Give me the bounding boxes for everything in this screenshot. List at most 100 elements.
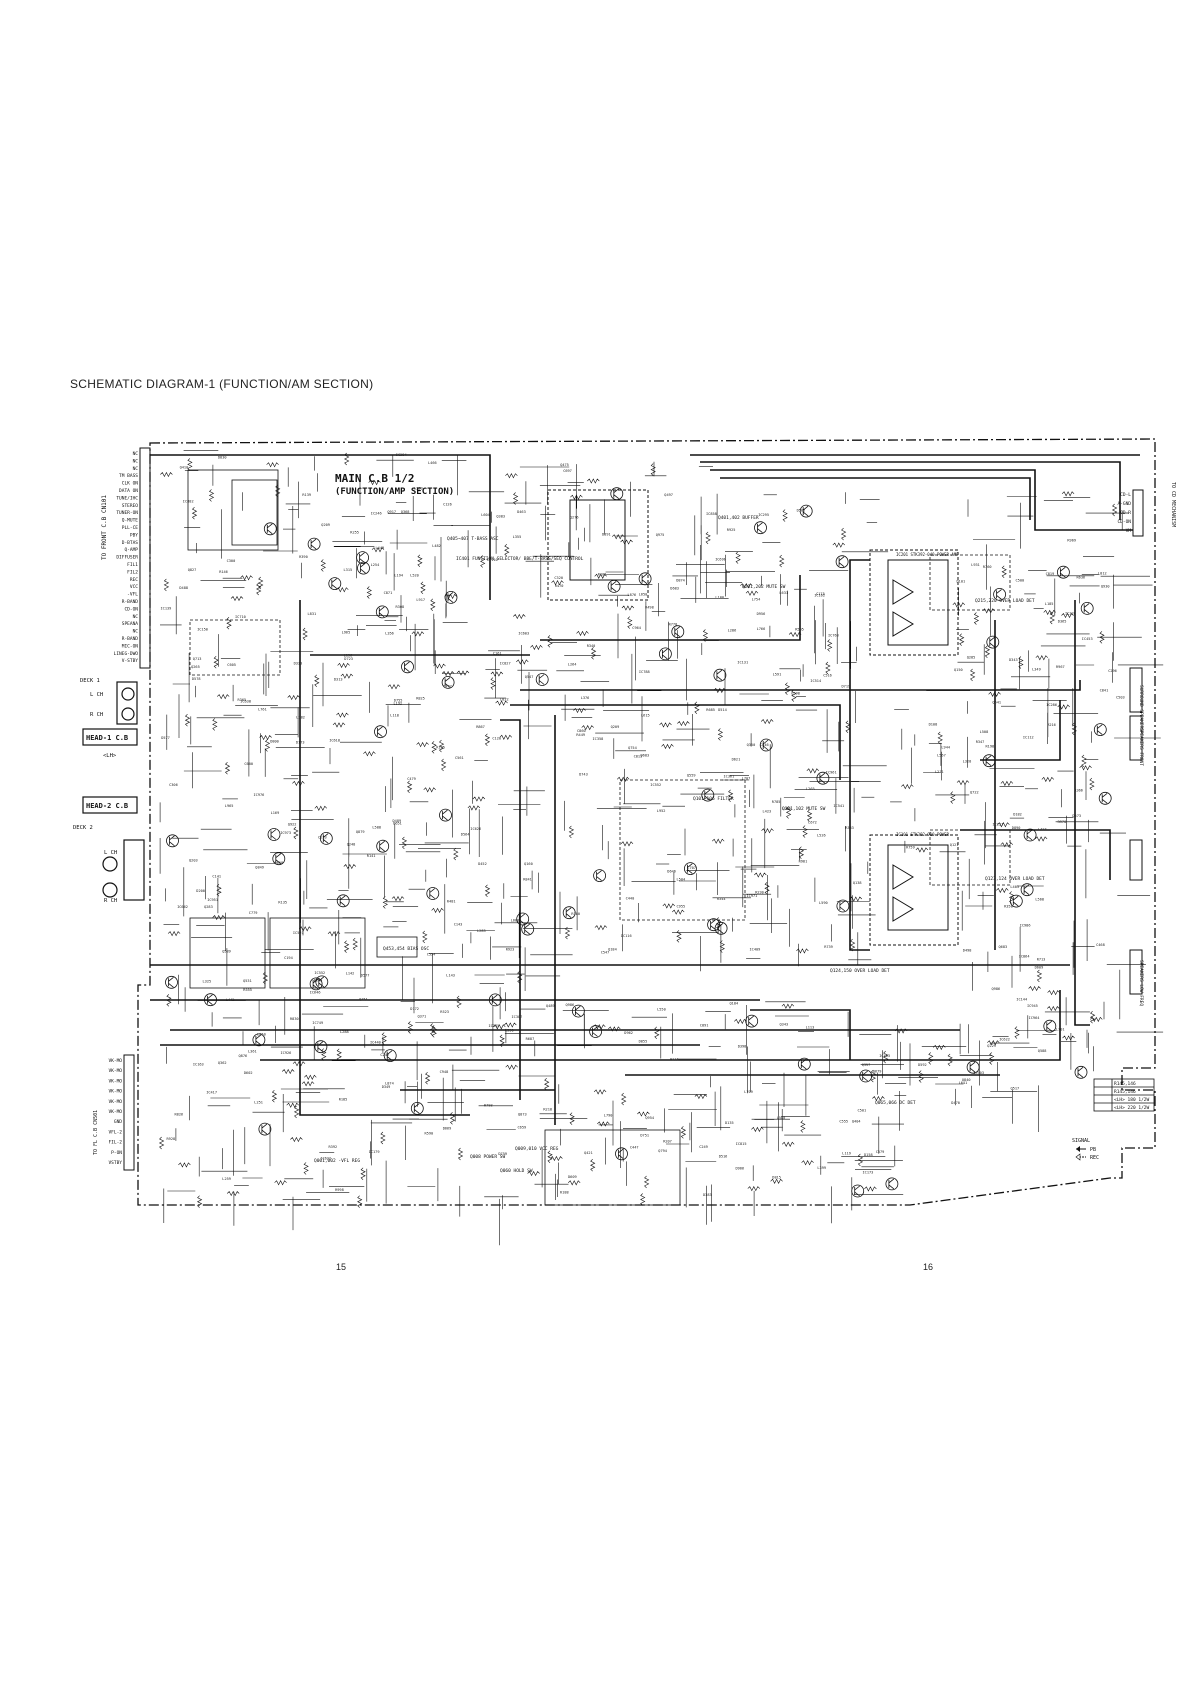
svg-text:D719: D719 [842, 685, 851, 689]
svg-text:L355: L355 [513, 535, 522, 539]
svg-text:Q229: Q229 [987, 1044, 996, 1048]
svg-text:C819: C819 [1046, 572, 1055, 576]
svg-text:R470: R470 [555, 584, 564, 588]
svg-text:D313: D313 [334, 678, 343, 682]
svg-text:Q683: Q683 [999, 945, 1008, 949]
svg-text:D723: D723 [344, 657, 353, 661]
surround-label: SURROUND SPEAKERS [1138, 685, 1144, 731]
svg-text:L264: L264 [568, 663, 577, 667]
svg-text:C948: C948 [440, 1070, 449, 1074]
svg-text:IC976: IC976 [254, 793, 265, 797]
svg-text:C534: C534 [427, 953, 436, 957]
connectors.front-cb-pin: NC [133, 466, 139, 472]
svg-text:C955: C955 [677, 905, 686, 909]
svg-text:Q362: Q362 [218, 1061, 227, 1065]
svg-text:R970: R970 [1058, 820, 1067, 824]
svg-text:R198: R198 [986, 744, 995, 748]
connectors.front-cb-pin: NC [133, 629, 139, 635]
svg-text:D800: D800 [270, 740, 279, 744]
ic-power2-label: IC101 STK392-010 POWER [896, 832, 950, 837]
svg-text:Q404: Q404 [852, 1120, 861, 1124]
svg-text:L239: L239 [414, 486, 423, 490]
overload2-label: Q123,124 OVER LOAD DET [985, 876, 1045, 882]
svg-text:L550: L550 [657, 1008, 666, 1012]
svg-text:R449: R449 [576, 733, 585, 737]
svg-text:IC284: IC284 [396, 453, 407, 457]
svg-text:IC345: IC345 [489, 1024, 500, 1028]
svg-text:C320: C320 [554, 576, 563, 580]
svg-text:D452: D452 [478, 862, 487, 866]
svg-text:IC951: IC951 [207, 898, 218, 902]
connectors.cd-mech-pin: A-GND [1117, 501, 1131, 507]
svg-text:D564: D564 [461, 833, 470, 837]
svg-text:Q497: Q497 [664, 493, 673, 497]
svg-text:R392: R392 [329, 1145, 338, 1149]
svg-text:Q150: Q150 [954, 668, 963, 672]
svg-text:D683: D683 [670, 587, 679, 591]
signal-legend-title: SIGNAL [1072, 1138, 1090, 1144]
svg-text:IC626: IC626 [470, 827, 481, 831]
svg-text:L508: L508 [980, 730, 989, 734]
svg-text:R498: R498 [645, 605, 654, 609]
svg-text:R998: R998 [335, 1188, 344, 1192]
svg-text:R255: R255 [350, 531, 359, 535]
svg-text:R505: R505 [795, 627, 804, 631]
svg-text:R139: R139 [302, 493, 311, 497]
svg-text:L822: L822 [500, 697, 509, 701]
svg-text:Q283: Q283 [204, 905, 213, 909]
connectors.cd-mech-pin: CD-L [1120, 492, 1131, 498]
svg-text:IC603: IC603 [518, 632, 529, 636]
svg-text:IC815: IC815 [736, 1142, 747, 1146]
svg-text:R713: R713 [1037, 958, 1046, 962]
svg-text:L196: L196 [344, 654, 353, 658]
svg-text:R830: R830 [290, 1017, 299, 1021]
svg-text:R739: R739 [824, 945, 833, 949]
spec-row: R145,146 [1114, 1081, 1136, 1087]
svg-text:L399: L399 [817, 1166, 826, 1170]
overload3-label: Q124,150 OVER LOAD DET [830, 968, 890, 974]
svg-text:IC521: IC521 [293, 931, 304, 935]
svg-text:R344: R344 [717, 897, 726, 901]
svg-text:C477: C477 [443, 685, 452, 689]
svg-text:C579: C579 [876, 1150, 885, 1154]
board-subtitle: (FUNCTION/AMP SECTION) [335, 487, 454, 497]
thin-wires [159, 450, 1164, 1246]
svg-text:Q209: Q209 [611, 725, 620, 729]
connectors.front-cb-pin: DIFFUSER [116, 555, 138, 561]
svg-text:C143: C143 [454, 923, 463, 927]
svg-text:R969: R969 [1067, 538, 1076, 542]
connectors.front-cb-pin: R-BAND [122, 636, 139, 642]
connectors.front-cb-pin: NC [133, 451, 139, 457]
svg-text:C503: C503 [1116, 696, 1125, 700]
svg-text:R308: R308 [396, 605, 405, 609]
svg-text:R207: R207 [663, 1140, 672, 1144]
svg-text:IC440: IC440 [370, 1041, 381, 1045]
svg-text:Q722: Q722 [970, 791, 979, 795]
svg-text:D874: D874 [676, 578, 685, 582]
svg-text:D158: D158 [864, 1153, 873, 1157]
svg-text:IC179: IC179 [369, 1150, 380, 1154]
svg-text:Q248: Q248 [347, 843, 356, 847]
svg-text:Q203: Q203 [189, 859, 198, 863]
svg-text:D815: D815 [772, 1176, 781, 1180]
svg-text:D200: D200 [196, 889, 205, 893]
svg-text:Q876: Q876 [239, 1054, 248, 1058]
svg-text:IC417: IC417 [206, 1091, 217, 1095]
deck2-label: DECK 2 [73, 825, 93, 831]
svg-text:L192: L192 [394, 701, 403, 705]
svg-text:L143: L143 [446, 974, 455, 978]
svg-text:L952: L952 [657, 809, 666, 813]
svg-text:D498: D498 [963, 949, 972, 953]
svg-text:IC926: IC926 [281, 1051, 292, 1055]
svg-text:L185: L185 [1045, 602, 1054, 606]
svg-text:IC295: IC295 [758, 513, 769, 517]
svg-text:R923: R923 [506, 948, 515, 952]
svg-text:D577: D577 [361, 974, 370, 978]
svg-text:L965: L965 [342, 631, 351, 635]
svg-text:Q383: Q383 [496, 514, 505, 518]
svg-text:D577: D577 [161, 736, 170, 740]
svg-text:L590: L590 [819, 901, 828, 905]
svg-text:C500: C500 [1016, 579, 1025, 583]
svg-text:Q922: Q922 [288, 822, 297, 826]
